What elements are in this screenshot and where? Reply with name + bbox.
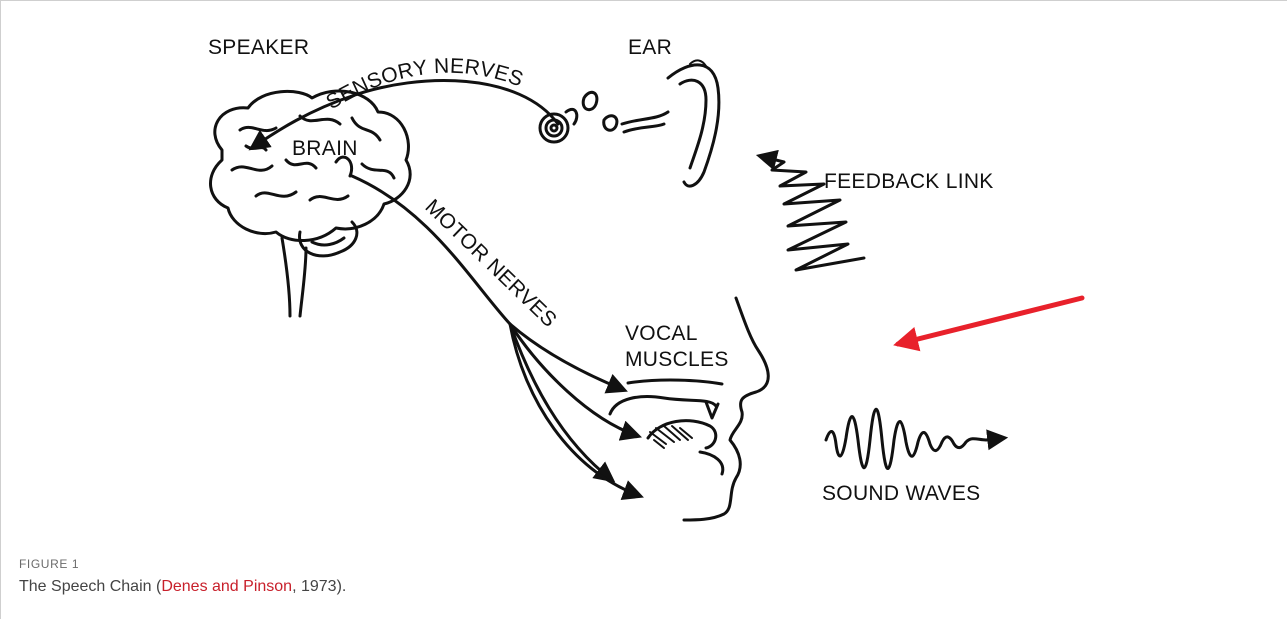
brain-illustration [211, 91, 411, 316]
label-ear: EAR [628, 36, 672, 59]
label-sensory-nerves: SENSORY NERVES [322, 55, 526, 114]
label-sound-waves: SOUND WAVES [822, 482, 980, 505]
motor-nerves-arrows [352, 176, 640, 496]
label-brain: BRAIN [292, 137, 358, 160]
highlight-arrow [898, 298, 1082, 344]
caption-text-after: , 1973). [292, 578, 346, 595]
sound-waves-wave [826, 409, 1004, 468]
figure-caption: The Speech Chain (Denes and Pinson, 1973… [19, 578, 346, 596]
label-muscles: MUSCLES [625, 348, 729, 371]
citation-link[interactable]: Denes and Pinson [161, 578, 292, 595]
label-feedback-link: FEEDBACK LINK [824, 170, 994, 193]
caption-text-before: The Speech Chain ( [19, 578, 161, 595]
label-motor-nerves: MOTOR NERVES [421, 195, 562, 332]
ear-illustration [540, 60, 719, 186]
label-speaker: SPEAKER [208, 36, 309, 59]
figure-label: FIGURE 1 [19, 557, 79, 571]
speech-chain-diagram: SPEAKER EAR SENSORY NERVES BRAIN MOTOR N… [0, 0, 1288, 540]
label-vocal: VOCAL [625, 322, 698, 345]
